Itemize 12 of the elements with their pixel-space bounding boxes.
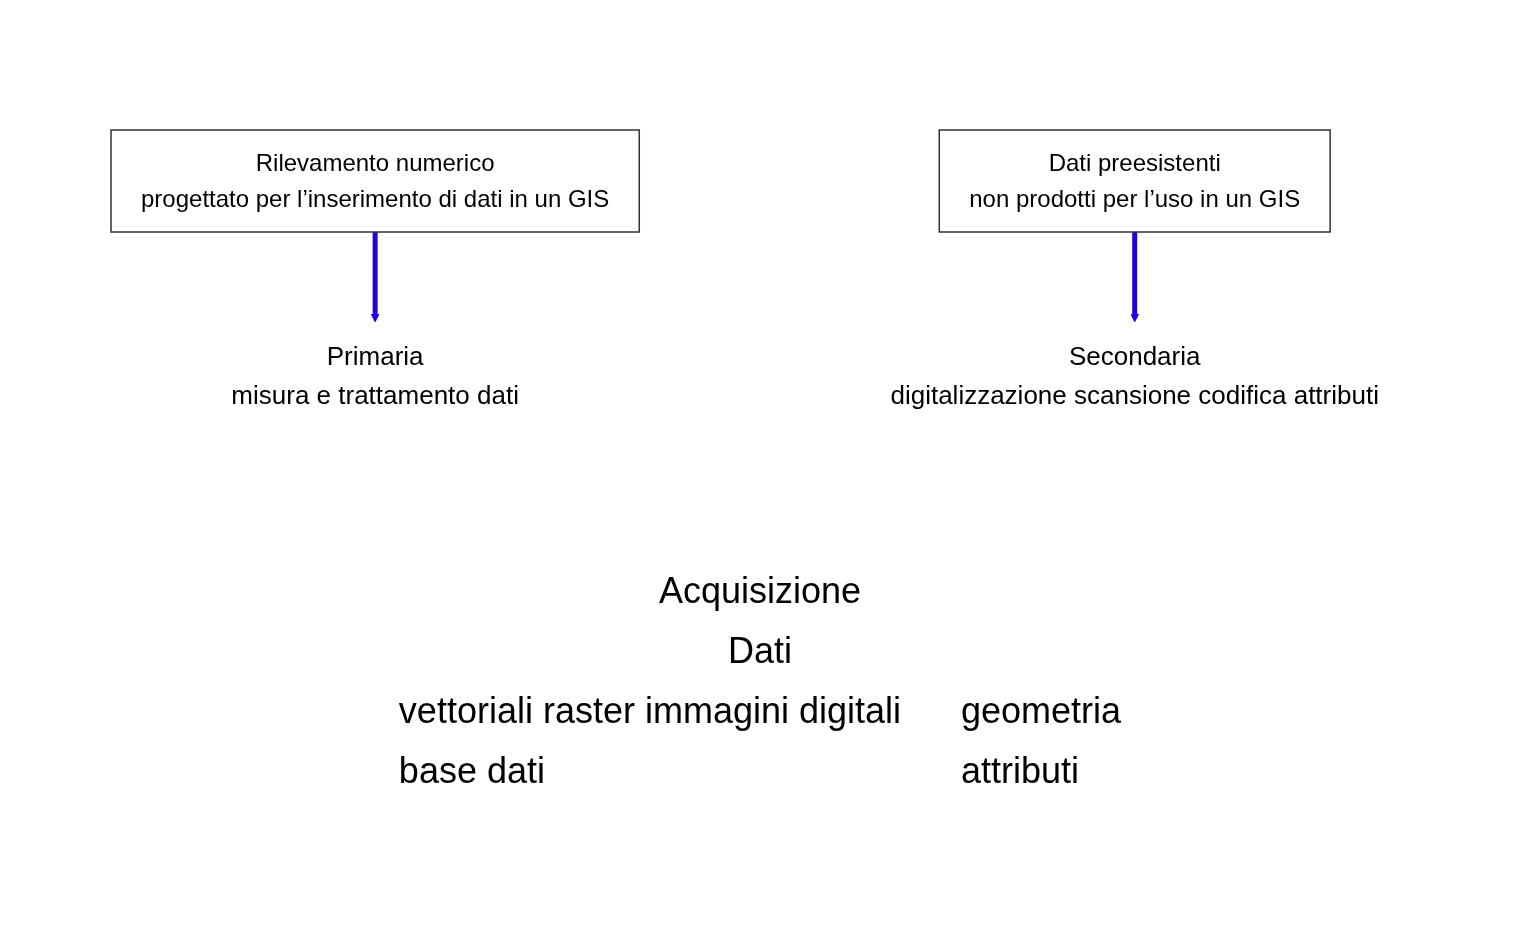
arrow: [370, 232, 380, 323]
text-label: base dati: [398, 750, 546, 792]
text-label: Dati: [726, 630, 793, 672]
node-box: Dati preesistenti non prodotti per l’uso in un GIS: [938, 129, 1331, 233]
node-text: Primaria misura e trattamento dati: [231, 341, 519, 410]
text-label: geometria: [961, 690, 1122, 732]
text-label: vettoriali raster immagini digitali: [398, 690, 902, 732]
text-label: attributi: [961, 750, 1081, 792]
node-text: Secondaria digitalizzazione scansione codifica attributi: [890, 341, 1379, 410]
text-label: Acquisizione: [657, 570, 863, 612]
node-box: Rilevamento numerico progettato per l’inserimento di dati in un GIS: [110, 129, 641, 233]
arrow: [1130, 232, 1140, 323]
